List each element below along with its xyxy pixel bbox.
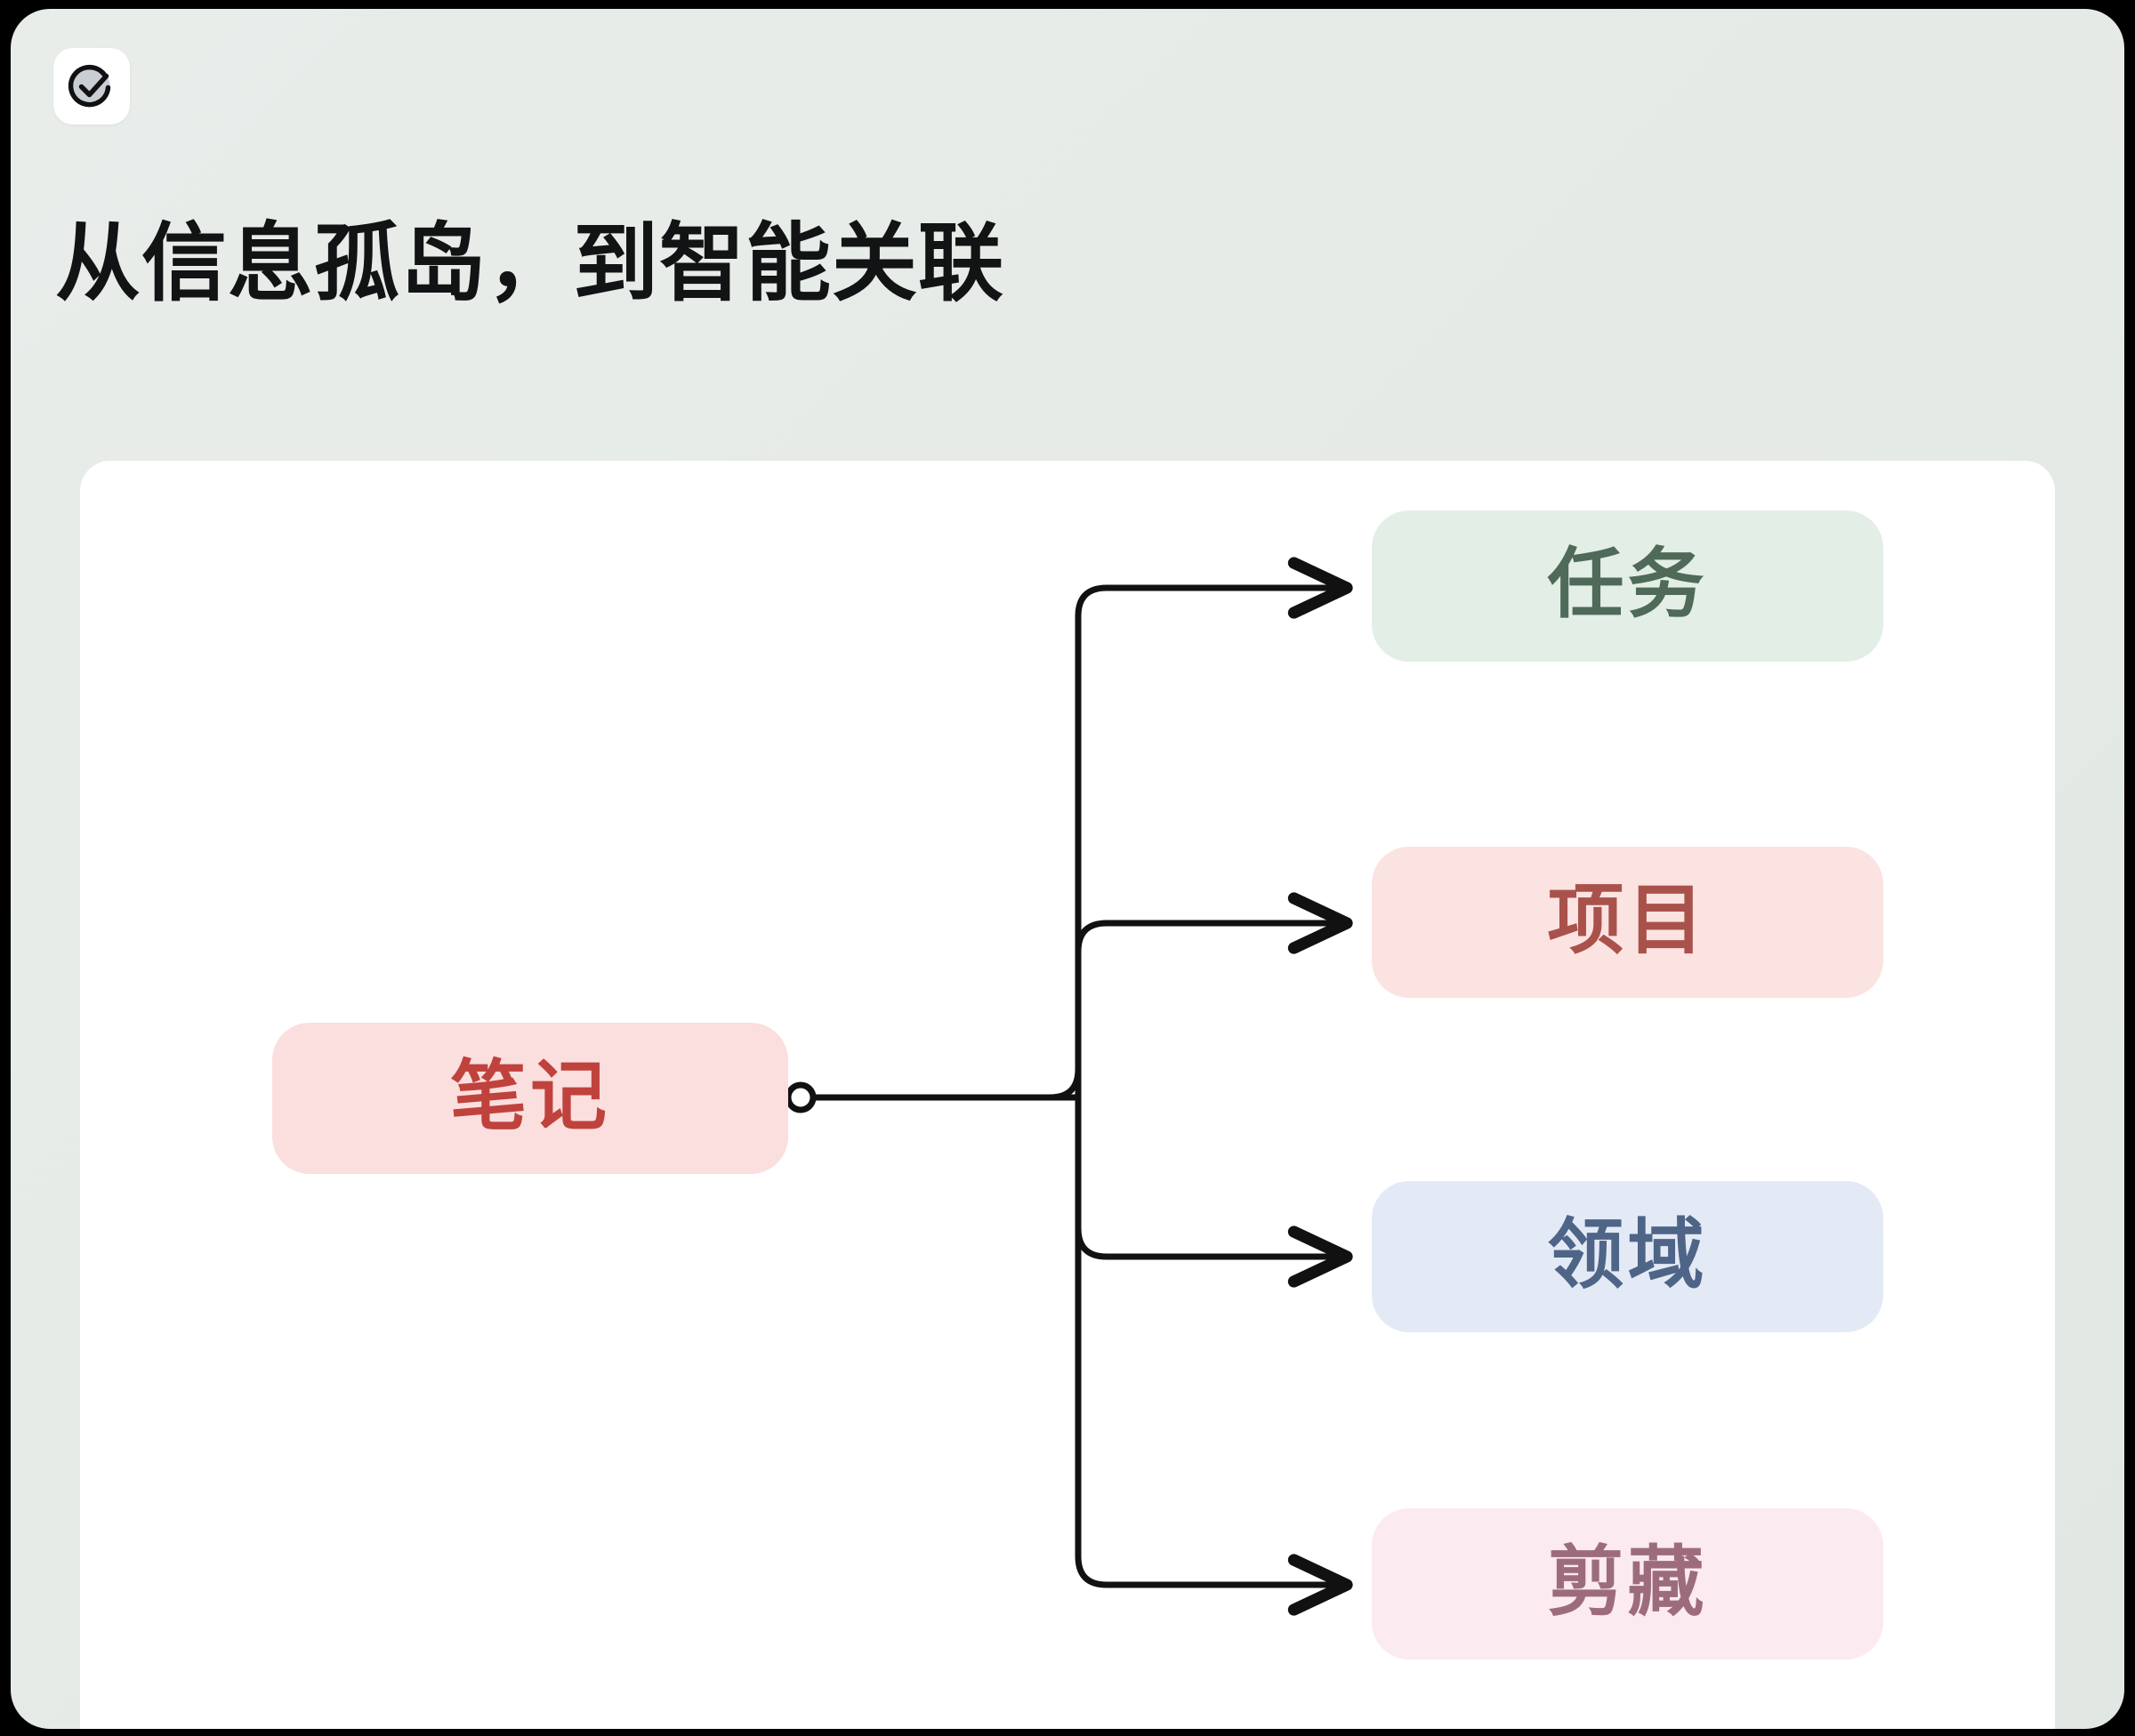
mindmap-node-area[interactable]: 领域 — [1372, 1181, 1883, 1332]
slide-background: 从信息孤岛，到智能关联 — [11, 9, 2124, 1729]
check-circle-icon — [64, 59, 119, 114]
connector-root-stub — [785, 1081, 1082, 1113]
mindmap-node-note[interactable]: 笔记 — [272, 1023, 788, 1174]
mindmap-node-task-label: 任务 — [1547, 542, 1708, 627]
connector-note-to-project — [1075, 892, 1353, 1101]
mindmap-node-area-label: 领域 — [1547, 1212, 1708, 1298]
connector-note-to-clip — [1075, 1094, 1353, 1616]
connector-note-to-task — [1046, 557, 1353, 1101]
app-logo-badge — [53, 48, 130, 125]
connector-layer — [785, 557, 1353, 1616]
diagram-card: 笔记 任务 项目 领域 剪藏 — [80, 461, 2055, 1729]
mindmap-node-clip[interactable]: 剪藏 — [1372, 1508, 1883, 1660]
mindmap-node-task[interactable]: 任务 — [1372, 510, 1883, 662]
mindmap-node-project-label: 项目 — [1547, 878, 1708, 963]
mindmap-canvas: 笔记 任务 项目 领域 剪藏 — [80, 461, 2055, 1729]
connector-note-to-area — [1075, 1094, 1353, 1288]
page-title: 从信息孤岛，到智能关联 — [55, 216, 1004, 312]
connector-dot-icon[interactable] — [785, 1081, 817, 1113]
mindmap-node-clip-label: 剪藏 — [1547, 1539, 1708, 1625]
mindmap-node-note-label: 笔记 — [450, 1054, 610, 1139]
mindmap-node-project[interactable]: 项目 — [1372, 847, 1883, 998]
